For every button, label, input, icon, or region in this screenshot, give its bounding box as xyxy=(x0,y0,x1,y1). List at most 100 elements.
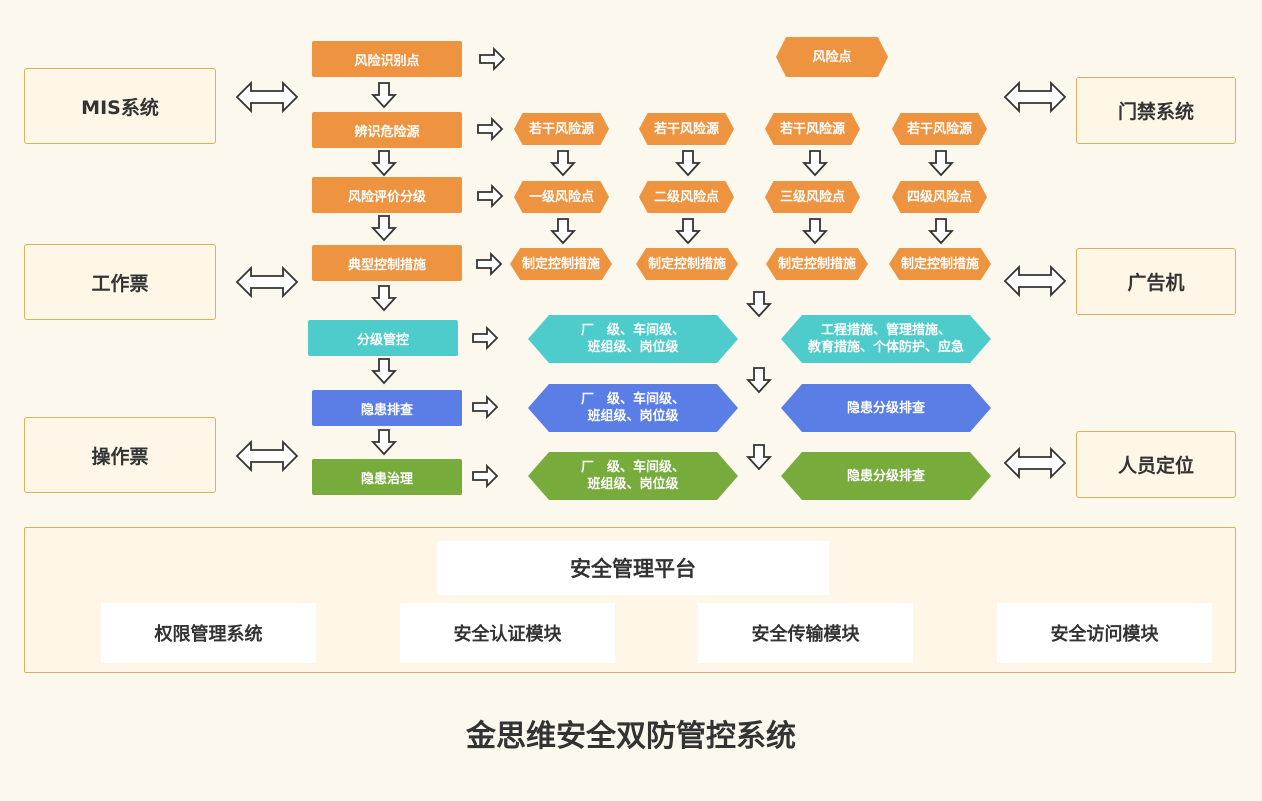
control-measure-3: 制定控制措施 xyxy=(766,248,868,280)
personnel-location-box[interactable]: 人员定位 xyxy=(1076,431,1236,498)
right-arrow-icon xyxy=(472,396,498,418)
double-arrow-icon xyxy=(1004,82,1066,112)
double-arrow-icon xyxy=(236,82,298,112)
hazard-source-2-label: 若干风险源 xyxy=(653,121,719,137)
down-arrow-icon xyxy=(551,150,575,176)
hazard-source-2: 若干风险源 xyxy=(639,113,734,145)
module-authentication-label: 安全认证模块 xyxy=(453,624,562,645)
right-arrow-icon xyxy=(472,465,498,487)
down-arrow-icon xyxy=(372,285,396,311)
hazard-source-3-label: 若干风险源 xyxy=(779,121,845,137)
down-arrow-icon xyxy=(803,150,827,176)
hazard-source-4-label: 若干风险源 xyxy=(906,121,972,137)
hazard-check-levels-line1: 厂 级、车间级、 xyxy=(580,392,685,407)
down-arrow-icon xyxy=(372,429,396,455)
risk-level-1-label: 一级风险点 xyxy=(528,189,594,205)
module-authentication[interactable]: 安全认证模块 xyxy=(400,603,615,663)
hazard-source-1-label: 若干风险源 xyxy=(528,121,594,137)
module-permission[interactable]: 权限管理系统 xyxy=(101,603,316,663)
hazard-check-levels-line2: 班组级、岗位级 xyxy=(587,409,679,424)
right-arrow-icon xyxy=(477,185,503,207)
step-hazard-check[interactable]: 隐患排查 xyxy=(312,390,462,426)
ad-machine-box[interactable]: 广告机 xyxy=(1076,248,1236,315)
mis-system-box[interactable]: MIS系统 xyxy=(24,68,216,144)
double-arrow-icon xyxy=(1004,266,1066,296)
risk-level-2: 二级风险点 xyxy=(639,181,734,213)
step-risk-assessment[interactable]: 风险评价分级 xyxy=(312,177,462,213)
platform-title-box: 安全管理平台 xyxy=(437,541,829,595)
risk-level-3-label: 三级风险点 xyxy=(779,189,845,205)
risk-point-label: 风险点 xyxy=(812,49,852,65)
platform-title: 安全管理平台 xyxy=(570,557,696,581)
down-arrow-icon xyxy=(372,150,396,176)
down-arrow-icon xyxy=(929,218,953,244)
right-arrow-icon xyxy=(476,253,502,275)
hazard-governance-levels: 厂 级、车间级、 班组级、岗位级 xyxy=(528,452,738,500)
graded-control-measures-line1: 工程措施、管理措施、 xyxy=(820,323,951,338)
down-arrow-icon xyxy=(676,218,700,244)
risk-level-3: 三级风险点 xyxy=(765,181,860,213)
double-arrow-icon xyxy=(236,441,298,471)
hazard-governance-levels-line1: 厂 级、车间级、 xyxy=(580,460,685,475)
control-measure-2-label: 制定控制措施 xyxy=(647,256,726,272)
right-arrow-icon xyxy=(472,327,498,349)
control-measure-2: 制定控制措施 xyxy=(636,248,738,280)
control-measure-3-label: 制定控制措施 xyxy=(777,256,856,272)
hazard-governance-graded-label: 隐患分级排查 xyxy=(846,468,925,484)
hazard-source-1: 若干风险源 xyxy=(514,113,609,145)
mis-system-label: MIS系统 xyxy=(81,96,159,119)
step-risk-identification[interactable]: 风险识别点 xyxy=(312,41,462,77)
module-access[interactable]: 安全访问模块 xyxy=(997,603,1212,663)
down-arrow-icon xyxy=(551,218,575,244)
personnel-location-label: 人员定位 xyxy=(1117,455,1194,477)
down-arrow-icon xyxy=(803,218,827,244)
down-arrow-icon xyxy=(747,291,771,317)
risk-level-1: 一级风险点 xyxy=(514,181,609,213)
step-graded-control[interactable]: 分级管控 xyxy=(308,320,458,356)
hazard-check-levels: 厂 级、车间级、 班组级、岗位级 xyxy=(528,384,738,432)
work-ticket-label: 工作票 xyxy=(91,272,149,295)
step-typical-control[interactable]: 典型控制措施 xyxy=(312,245,462,281)
work-ticket-box[interactable]: 工作票 xyxy=(24,244,216,320)
operation-ticket-box[interactable]: 操作票 xyxy=(24,417,216,493)
step-graded-control-label: 分级管控 xyxy=(356,332,409,348)
footer-title: 金思维安全双防管控系统 xyxy=(0,710,1262,756)
right-arrow-icon xyxy=(479,48,505,70)
down-arrow-icon xyxy=(747,367,771,393)
down-arrow-icon xyxy=(747,444,771,470)
graded-control-levels: 厂 级、车间级、 班组级、岗位级 xyxy=(528,315,738,363)
access-control-box[interactable]: 门禁系统 xyxy=(1076,77,1236,144)
step-hazard-identification[interactable]: 辨识危险源 xyxy=(312,112,462,148)
control-measure-4: 制定控制措施 xyxy=(889,248,991,280)
graded-control-measures-line2: 教育措施、个体防护、应急 xyxy=(807,340,964,355)
step-hazard-identification-label: 辨识危险源 xyxy=(354,124,420,140)
module-access-label: 安全访问模块 xyxy=(1050,624,1159,645)
graded-control-levels-line1: 厂 级、车间级、 xyxy=(580,323,685,338)
step-hazard-governance-label: 隐患治理 xyxy=(360,471,413,487)
control-measure-1-label: 制定控制措施 xyxy=(521,256,600,272)
operation-ticket-label: 操作票 xyxy=(91,445,149,468)
step-risk-assessment-label: 风险评价分级 xyxy=(347,189,426,205)
hazard-check-graded-label: 隐患分级排查 xyxy=(846,400,925,416)
step-risk-identification-label: 风险识别点 xyxy=(354,53,420,69)
hazard-source-4: 若干风险源 xyxy=(892,113,987,145)
control-measure-1: 制定控制措施 xyxy=(510,248,612,280)
risk-level-2-label: 二级风险点 xyxy=(653,189,719,205)
graded-control-levels-line2: 班组级、岗位级 xyxy=(587,340,679,355)
graded-control-measures: 工程措施、管理措施、 教育措施、个体防护、应急 xyxy=(781,315,991,363)
double-arrow-icon xyxy=(1004,448,1066,478)
control-measure-4-label: 制定控制措施 xyxy=(900,256,979,272)
ad-machine-label: 广告机 xyxy=(1127,272,1185,294)
step-typical-control-label: 典型控制措施 xyxy=(347,257,426,273)
hazard-governance-graded: 隐患分级排查 xyxy=(781,452,991,500)
down-arrow-icon xyxy=(676,150,700,176)
step-hazard-governance[interactable]: 隐患治理 xyxy=(312,459,462,495)
module-permission-label: 权限管理系统 xyxy=(154,624,263,645)
down-arrow-icon xyxy=(929,150,953,176)
risk-level-4-label: 四级风险点 xyxy=(906,189,972,205)
hazard-governance-levels-line2: 班组级、岗位级 xyxy=(587,477,679,492)
module-transmission[interactable]: 安全传输模块 xyxy=(698,603,913,663)
double-arrow-icon xyxy=(236,267,298,297)
footer-title-text: 金思维安全双防管控系统 xyxy=(466,719,796,754)
